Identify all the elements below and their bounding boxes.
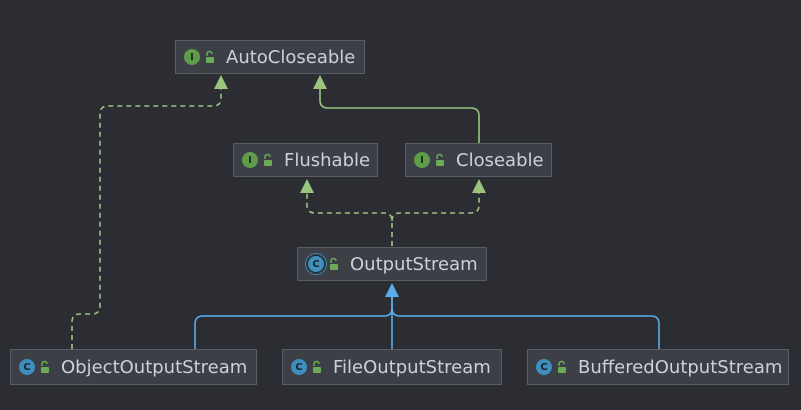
- open-lock-icon: [313, 360, 321, 373]
- node-autocloseable[interactable]: I AutoCloseable: [175, 40, 365, 74]
- node-bufferedoutputstream[interactable]: C BufferedOutputStream: [527, 349, 789, 385]
- arrowhead-outputstream: [385, 283, 399, 297]
- interface-icon: I: [414, 152, 430, 168]
- interface-icon: I: [184, 49, 200, 65]
- open-lock-icon: [436, 153, 444, 166]
- class-icon: C: [291, 359, 307, 375]
- node-label: BufferedOutputStream: [578, 356, 783, 378]
- abstract-class-icon: C: [308, 256, 324, 272]
- arrowhead-autocloseable-right: [313, 75, 327, 89]
- open-lock-icon: [330, 257, 338, 270]
- arrowhead-autocloseable-left: [214, 75, 228, 89]
- open-lock-icon: [206, 50, 214, 63]
- node-fileoutputstream[interactable]: C FileOutputStream: [282, 349, 502, 385]
- node-outputstream[interactable]: C OutputStream: [297, 247, 487, 281]
- node-flushable[interactable]: I Flushable: [233, 143, 378, 177]
- class-icon: C: [19, 359, 35, 375]
- edge-objectoutputstream-outputstream: [194, 297, 393, 349]
- open-lock-icon: [264, 153, 272, 166]
- edge-outputstream-closeable: [391, 192, 480, 222]
- edge-outputstream-flushable: [306, 192, 393, 246]
- node-label: Closeable: [456, 149, 544, 171]
- node-label: FileOutputStream: [333, 356, 491, 378]
- interface-icon: I: [242, 152, 258, 168]
- node-label: Flushable: [284, 149, 371, 171]
- edge-bufferedoutputstream-outputstream: [391, 307, 660, 349]
- arrowhead-closeable: [472, 179, 486, 193]
- edge-objectoutputstream-autocloseable: [71, 88, 222, 349]
- open-lock-icon: [558, 360, 566, 373]
- node-label: AutoCloseable: [226, 46, 356, 68]
- node-label: OutputStream: [350, 253, 478, 275]
- arrowhead-flushable: [300, 179, 314, 193]
- edge-closeable-autocloseable: [319, 88, 480, 143]
- node-closeable[interactable]: I Closeable: [405, 143, 552, 177]
- class-icon: C: [536, 359, 552, 375]
- open-lock-icon: [41, 360, 49, 373]
- node-objectoutputstream[interactable]: C ObjectOutputStream: [10, 349, 257, 385]
- node-label: ObjectOutputStream: [61, 356, 248, 378]
